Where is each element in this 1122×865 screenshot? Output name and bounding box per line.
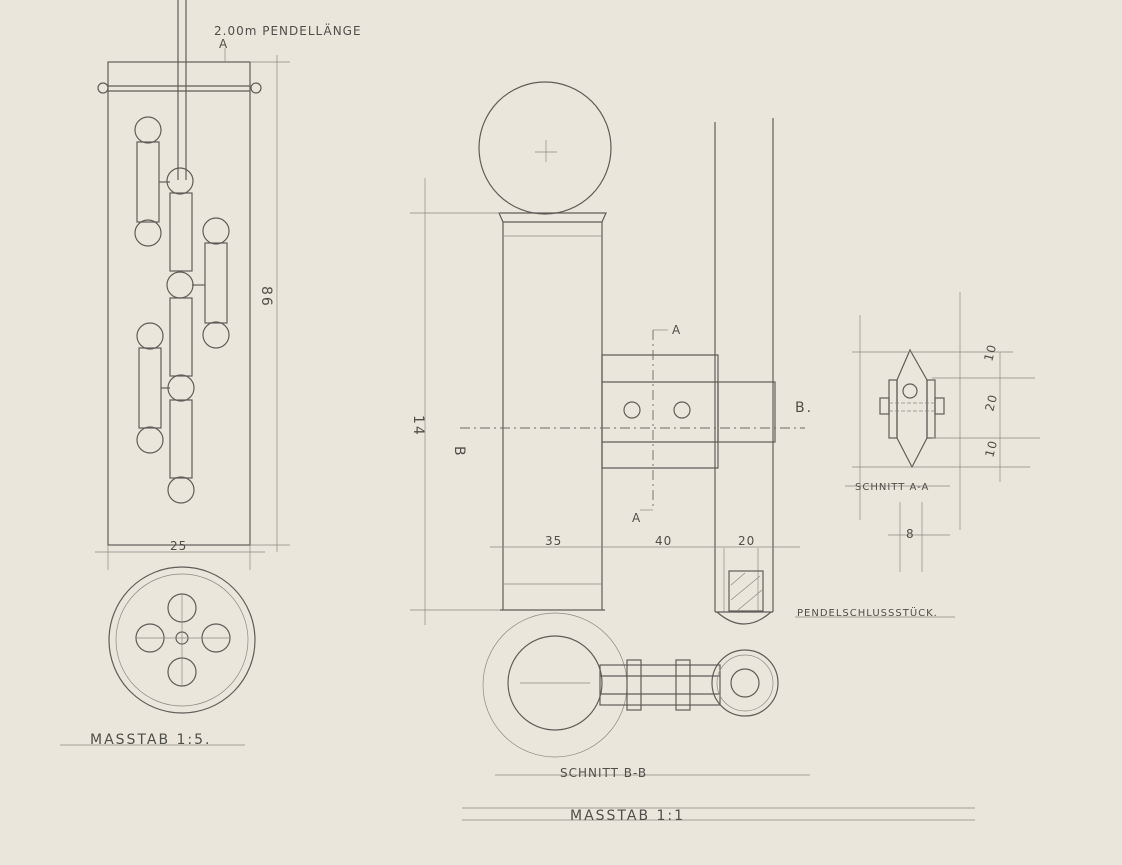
elevation-view-1-5: 2.00m PENDELLÄNGE A 86 25	[95, 0, 362, 570]
end-piece-label: PENDELSCHLUSSSTÜCK.	[797, 606, 938, 619]
lamp-arms	[134, 116, 230, 504]
dimension-aa-20: 20	[982, 392, 1000, 412]
section-b-left-marker: B	[451, 446, 467, 458]
plan-view-1-5	[108, 566, 256, 714]
dimension-aa-10-bottom: 10	[982, 438, 1000, 458]
pendulum-end-piece	[715, 548, 773, 625]
section-a-marker: A	[219, 37, 228, 51]
section-a-bottom-marker: A	[632, 511, 641, 525]
scale-1-1-label: MASSTAB 1:1	[570, 808, 685, 824]
width-dimension-25: 25	[170, 539, 187, 553]
elevation-view-1-1: A A B B. 14 35 40 20 PENDELSCHLUSSSTÜCK.	[410, 81, 955, 625]
section-a-a-label: SCHNITT A-A	[855, 482, 929, 493]
dimension-40: 40	[655, 534, 672, 548]
dimension-35: 35	[545, 534, 562, 548]
section-a-top-marker: A	[672, 323, 681, 337]
dimension-20: 20	[738, 534, 755, 548]
dimension-aa-10-top: 10	[981, 342, 999, 362]
pendulum-length-label: 2.00m PENDELLÄNGE	[214, 23, 362, 38]
height-dimension-86: 86	[258, 286, 274, 308]
section-a-a-view: 10 20 10 SCHNITT A-A 8	[845, 292, 1040, 572]
scale-1-5-label: MASSTAB 1:5.	[90, 732, 212, 748]
dimension-aa-8: 8	[906, 527, 915, 541]
section-b-b-view	[482, 612, 779, 758]
section-b-right-marker: B.	[795, 400, 813, 416]
section-b-b-label: SCHNITT B-B	[560, 766, 647, 780]
height-dimension-14: 14	[410, 415, 426, 437]
